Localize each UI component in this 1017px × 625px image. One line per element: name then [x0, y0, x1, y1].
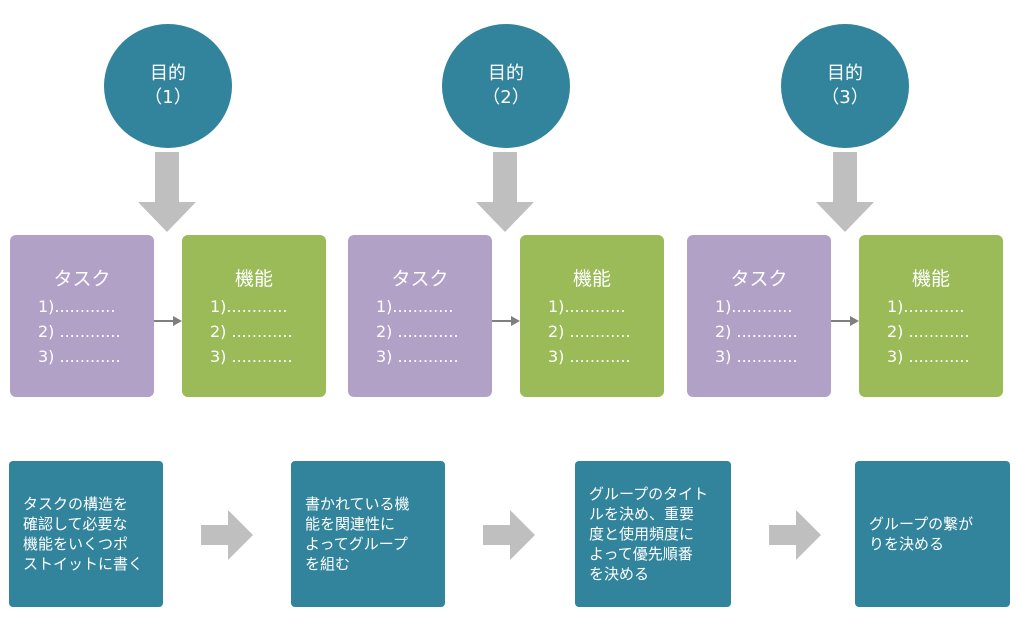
step-line: グループのタイト	[589, 485, 709, 503]
task-box-3: タスク 1)............ 2) ............ 3) ..…	[687, 235, 831, 397]
step-line: 度と使用頻度に	[589, 525, 695, 543]
function-box-3: 機能 1)............ 2) ............ 3) ...…	[859, 235, 1003, 397]
task-item: 2) ............	[376, 322, 459, 341]
task-title: タスク	[730, 268, 788, 290]
function-item: 2) ............	[548, 322, 631, 341]
step-text: 書かれている機 能を関連性に よってグループ を組む	[291, 494, 420, 574]
task-list: 1)............ 2) ............ 3) ......…	[715, 294, 798, 369]
function-item: 1)............	[210, 297, 288, 316]
task-item: 1)............	[376, 297, 454, 316]
down-arrow-icon	[138, 152, 196, 232]
step-box-1: タスクの構造を 確認して必要な 機能をいくつポ ストイットに書く	[9, 461, 163, 607]
function-list: 1)............ 2) ............ 3) ......…	[210, 294, 293, 369]
task-item: 3) ............	[376, 347, 459, 366]
function-item: 2) ............	[887, 322, 970, 341]
task-item: 3) ............	[38, 347, 121, 366]
step-box-4: グループの繋が りを決める	[855, 461, 1010, 607]
step-line: を決める	[589, 565, 650, 583]
function-item: 1)............	[548, 297, 626, 316]
step-box-3: グループのタイト ルを決め、重要 度と使用頻度に よって優先順番 を決める	[575, 461, 731, 607]
task-item: 2) ............	[715, 322, 798, 341]
step-line: 書かれている機	[305, 495, 410, 513]
function-list: 1)............ 2) ............ 3) ......…	[887, 294, 970, 369]
function-list: 1)............ 2) ............ 3) ......…	[548, 294, 631, 369]
link-arrow-icon	[831, 316, 859, 326]
purpose-circle-2: 目的 （2）	[442, 24, 570, 148]
step-line: りを決める	[869, 535, 945, 553]
step-text: グループのタイト ルを決め、重要 度と使用頻度に よって優先順番 を決める	[575, 484, 718, 584]
down-arrow-icon	[476, 152, 534, 232]
task-item: 1)............	[715, 297, 793, 316]
link-arrow-icon	[154, 316, 182, 326]
right-arrow-icon	[769, 510, 821, 560]
task-item: 1)............	[38, 297, 116, 316]
purpose-title: 目的	[827, 63, 863, 84]
link-arrow-icon	[492, 316, 520, 326]
step-line: よってグループ	[305, 535, 408, 553]
step-line: 能を関連性に	[305, 515, 396, 533]
task-title: タスク	[391, 268, 449, 290]
purpose-title: 目的	[488, 63, 524, 84]
function-title: 機能	[911, 268, 950, 290]
function-item: 3) ............	[548, 347, 631, 366]
step-text: グループの繋が りを決める	[855, 514, 983, 554]
function-item: 3) ............	[210, 347, 293, 366]
task-box-1: タスク 1)............ 2) ............ 3) ..…	[10, 235, 154, 397]
step-line: ストイットに書く	[23, 555, 144, 573]
step-text: タスクの構造を 確認して必要な 機能をいくつポ ストイットに書く	[9, 494, 153, 574]
purpose-number: （2）	[482, 87, 530, 108]
step-line: 機能をいくつポ	[23, 535, 129, 553]
step-line: を組む	[305, 555, 351, 573]
purpose-title: 目的	[150, 63, 186, 84]
task-list: 1)............ 2) ............ 3) ......…	[38, 294, 121, 369]
function-item: 3) ............	[887, 347, 970, 366]
right-arrow-icon	[483, 510, 535, 560]
step-line: よって優先順番	[589, 545, 693, 563]
function-item: 1)............	[887, 297, 965, 316]
function-title: 機能	[572, 268, 611, 290]
right-arrow-icon	[201, 510, 253, 560]
step-line: ルを決め、重要	[589, 505, 695, 523]
purpose-number: （3）	[821, 87, 869, 108]
task-item: 2) ............	[38, 322, 121, 341]
task-item: 3) ............	[715, 347, 798, 366]
step-line: グループの繋が	[869, 515, 974, 533]
step-box-2: 書かれている機 能を関連性に よってグループ を組む	[291, 461, 445, 607]
step-line: タスクの構造を	[23, 495, 129, 513]
purpose-circle-1: 目的 （1）	[104, 24, 232, 148]
purpose-number: （1）	[144, 87, 192, 108]
function-box-2: 機能 1)............ 2) ............ 3) ...…	[520, 235, 664, 397]
task-title: タスク	[53, 268, 111, 290]
function-item: 2) ............	[210, 322, 293, 341]
task-box-2: タスク 1)............ 2) ............ 3) ..…	[348, 235, 492, 397]
down-arrow-icon	[816, 152, 874, 232]
task-list: 1)............ 2) ............ 3) ......…	[376, 294, 459, 369]
function-box-1: 機能 1)............ 2) ............ 3) ...…	[182, 235, 326, 397]
function-title: 機能	[234, 268, 273, 290]
step-line: 確認して必要な	[23, 515, 128, 533]
purpose-circle-3: 目的 （3）	[781, 24, 909, 148]
